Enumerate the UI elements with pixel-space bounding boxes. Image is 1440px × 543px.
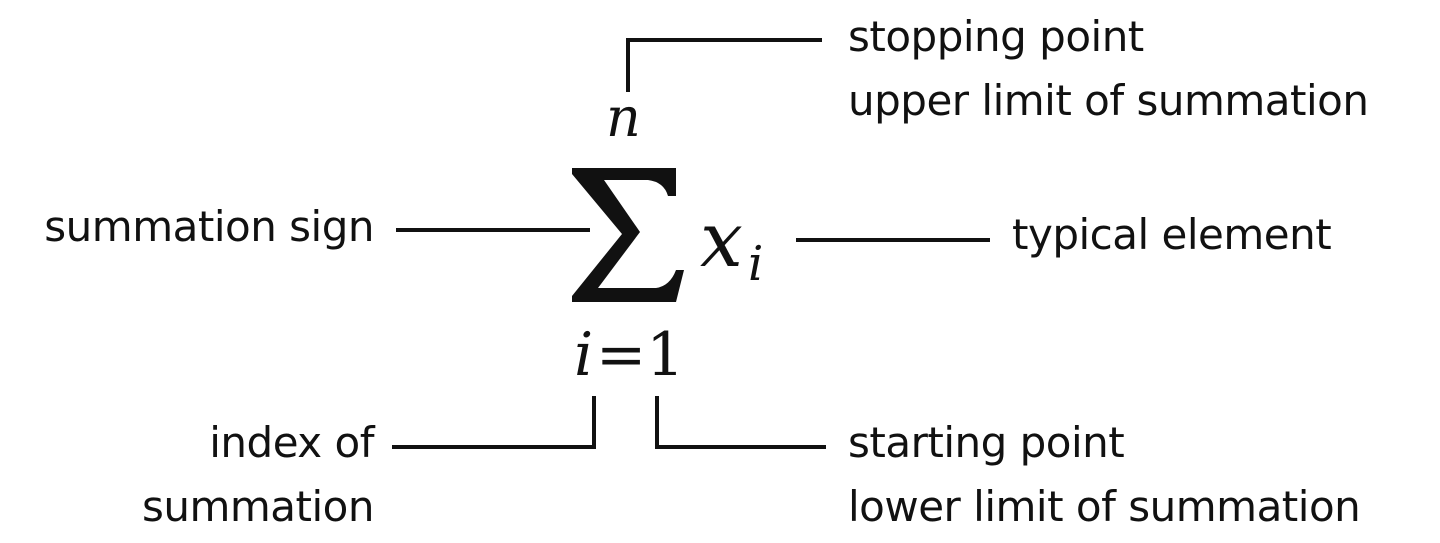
- lower-limit-i: i: [574, 320, 594, 390]
- label-starting-point: starting point: [848, 418, 1125, 467]
- element-subscript-i: i: [748, 236, 764, 292]
- index-leader: [392, 396, 596, 449]
- label-upper-limit: upper limit of summation: [848, 76, 1369, 125]
- lower-limit-equals-one: =1: [596, 320, 685, 390]
- upper-limit-leader: [626, 38, 822, 92]
- upper-limit-n: n: [606, 86, 641, 149]
- label-index-of: index of: [209, 418, 374, 467]
- label-summation: summation: [141, 482, 375, 531]
- label-lower-limit: lower limit of summation: [848, 482, 1361, 531]
- label-summation-sign: summation sign: [44, 202, 374, 251]
- sigma-symbol: ∑: [572, 168, 682, 302]
- sigma-shape: [572, 168, 684, 302]
- element-x: x: [700, 195, 743, 284]
- label-stopping-point: stopping point: [848, 12, 1144, 61]
- starting-point-leader: [655, 396, 826, 449]
- label-typical-element: typical element: [1012, 210, 1332, 259]
